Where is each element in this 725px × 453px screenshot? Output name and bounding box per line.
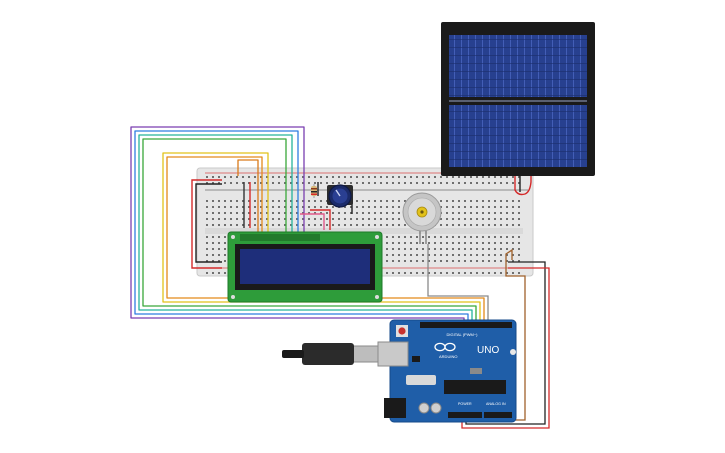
arduino-logo: ARDUINO xyxy=(434,342,457,359)
reset-button[interactable] xyxy=(398,327,406,335)
dc-motor[interactable] xyxy=(402,192,442,244)
wire-gray-motor[interactable] xyxy=(427,244,489,326)
usb-plug-metal xyxy=(351,345,379,363)
solar-panel[interactable] xyxy=(441,22,595,176)
top-power-rail[interactable] xyxy=(205,176,523,188)
lcd-pin-header xyxy=(240,234,320,241)
wire-black-left[interactable] xyxy=(195,183,222,263)
arduino-model-text: UNO xyxy=(477,345,499,356)
lcd-data-wires xyxy=(130,126,485,326)
wire-blue[interactable] xyxy=(134,130,469,326)
usb-plug-body xyxy=(302,343,354,365)
wire-red-solar[interactable] xyxy=(514,176,532,196)
analog-label: ANALOG IN xyxy=(486,402,506,406)
resistor[interactable] xyxy=(311,184,317,198)
wire-orange[interactable] xyxy=(166,156,485,326)
power-header[interactable] xyxy=(448,412,482,418)
arduino-uno[interactable]: DIGITAL (PWM~) ARDUINO UNO POWER ANALOG … xyxy=(377,319,517,423)
wire-yellow[interactable] xyxy=(162,152,481,326)
crystal xyxy=(470,368,482,374)
wire-green[interactable] xyxy=(142,138,477,326)
power-wires-left xyxy=(191,179,353,269)
solar-cells-top xyxy=(449,35,587,97)
solar-cells-bottom xyxy=(449,105,587,167)
potentiometer-knob-indicator xyxy=(335,189,341,197)
lcd-screen xyxy=(240,249,370,284)
power-label: POWER xyxy=(458,402,472,406)
jumper-c[interactable] xyxy=(310,209,331,230)
capacitor-1 xyxy=(418,402,430,414)
arduino-board xyxy=(389,319,517,423)
icsp-header xyxy=(412,356,420,362)
status-led xyxy=(510,349,516,355)
wire-red-right[interactable] xyxy=(461,267,550,429)
potentiometer[interactable] xyxy=(327,184,353,208)
power-jack xyxy=(384,398,406,418)
arduino-brand-text: ARDUINO xyxy=(439,354,457,359)
wire-orange-short[interactable] xyxy=(237,159,259,232)
wire-red-left[interactable] xyxy=(191,179,222,269)
lcd-display[interactable] xyxy=(227,231,383,303)
usb-cable[interactable] xyxy=(282,343,379,365)
usb-cable-strain xyxy=(282,350,304,358)
digital-header[interactable] xyxy=(420,322,512,328)
wire-teal[interactable] xyxy=(138,134,473,326)
solar-wires xyxy=(514,176,532,196)
digital-header-label: DIGITAL (PWM~) xyxy=(447,332,479,337)
atmega-chip xyxy=(444,380,506,394)
analog-header[interactable] xyxy=(484,412,512,418)
breadboard-center-gap xyxy=(205,228,523,234)
wire-purple[interactable] xyxy=(130,126,465,326)
usb-port xyxy=(377,341,409,367)
capacitor-2 xyxy=(430,402,442,414)
voltage-regulator xyxy=(406,375,436,385)
jumper-pink[interactable] xyxy=(300,213,325,230)
breadboard-terminal-upper[interactable] xyxy=(205,196,523,226)
